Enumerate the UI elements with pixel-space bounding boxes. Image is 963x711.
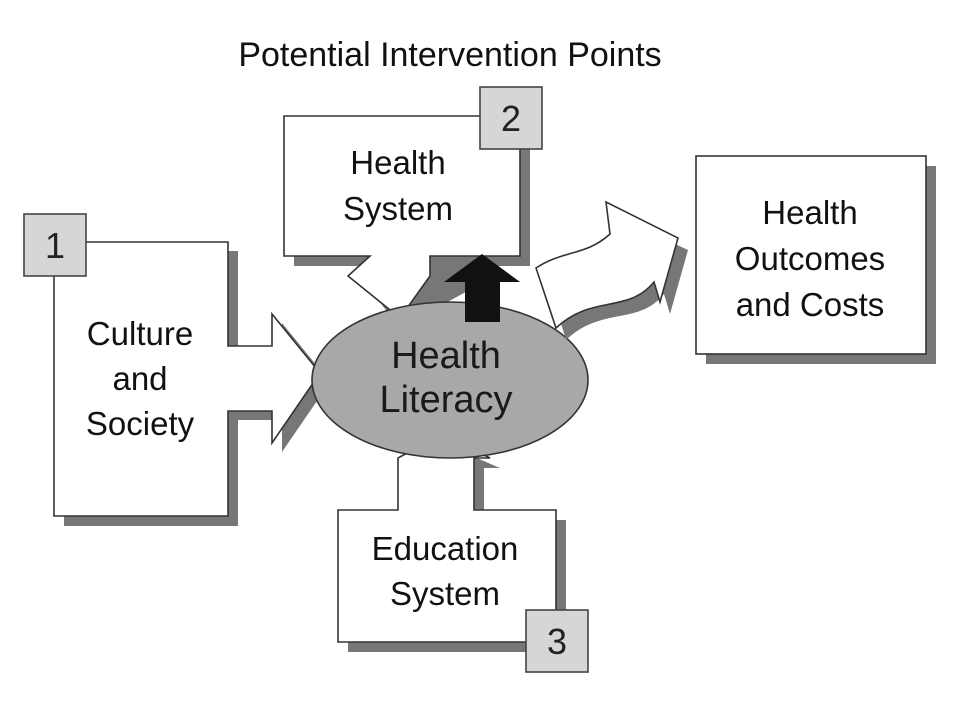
health-system-line-1: Health: [350, 144, 445, 181]
wavy-arrow-body: [535, 200, 679, 330]
health-outcomes-line-2: Outcomes: [735, 240, 885, 277]
health-literacy-line-1: Health: [391, 335, 501, 377]
health-system-line-2: System: [343, 190, 453, 227]
education-line-2: System: [390, 575, 500, 612]
number-badge-1: [23, 213, 87, 277]
number-2-label: 2: [501, 98, 521, 139]
health-outcomes-node: Health Outcomes and Costs: [695, 155, 936, 364]
health-system-box: [283, 115, 521, 320]
education-system-box: [337, 433, 557, 643]
up-arrow-icon: [444, 254, 520, 322]
number-badge-2: [479, 86, 543, 150]
culture-society-node: 1 Culture and Society: [23, 213, 330, 526]
education-line-1: Education: [372, 530, 519, 567]
diagram-title: Potential Intervention Points: [238, 36, 661, 74]
culture-line-1: Culture: [87, 315, 193, 352]
number-1-label: 1: [45, 225, 65, 266]
health-outcomes-line-1: Health: [762, 194, 857, 231]
health-literacy-line-2: Literacy: [379, 379, 512, 421]
number-3-label: 3: [547, 621, 567, 662]
health-outcomes-line-3: and Costs: [736, 286, 885, 323]
number-badge-3: [525, 609, 589, 673]
health-system-node: 2 Health System: [283, 86, 543, 328]
health-literacy-node: Health Literacy: [311, 301, 589, 459]
health-outcomes-box: [695, 155, 927, 355]
culture-line-3: Society: [86, 405, 195, 442]
wavy-arrow: [535, 200, 688, 340]
health-literacy-oval: [311, 301, 589, 459]
culture-society-box: [53, 241, 321, 517]
culture-line-2: and: [112, 360, 167, 397]
education-system-node: 3 Education System: [337, 433, 589, 673]
